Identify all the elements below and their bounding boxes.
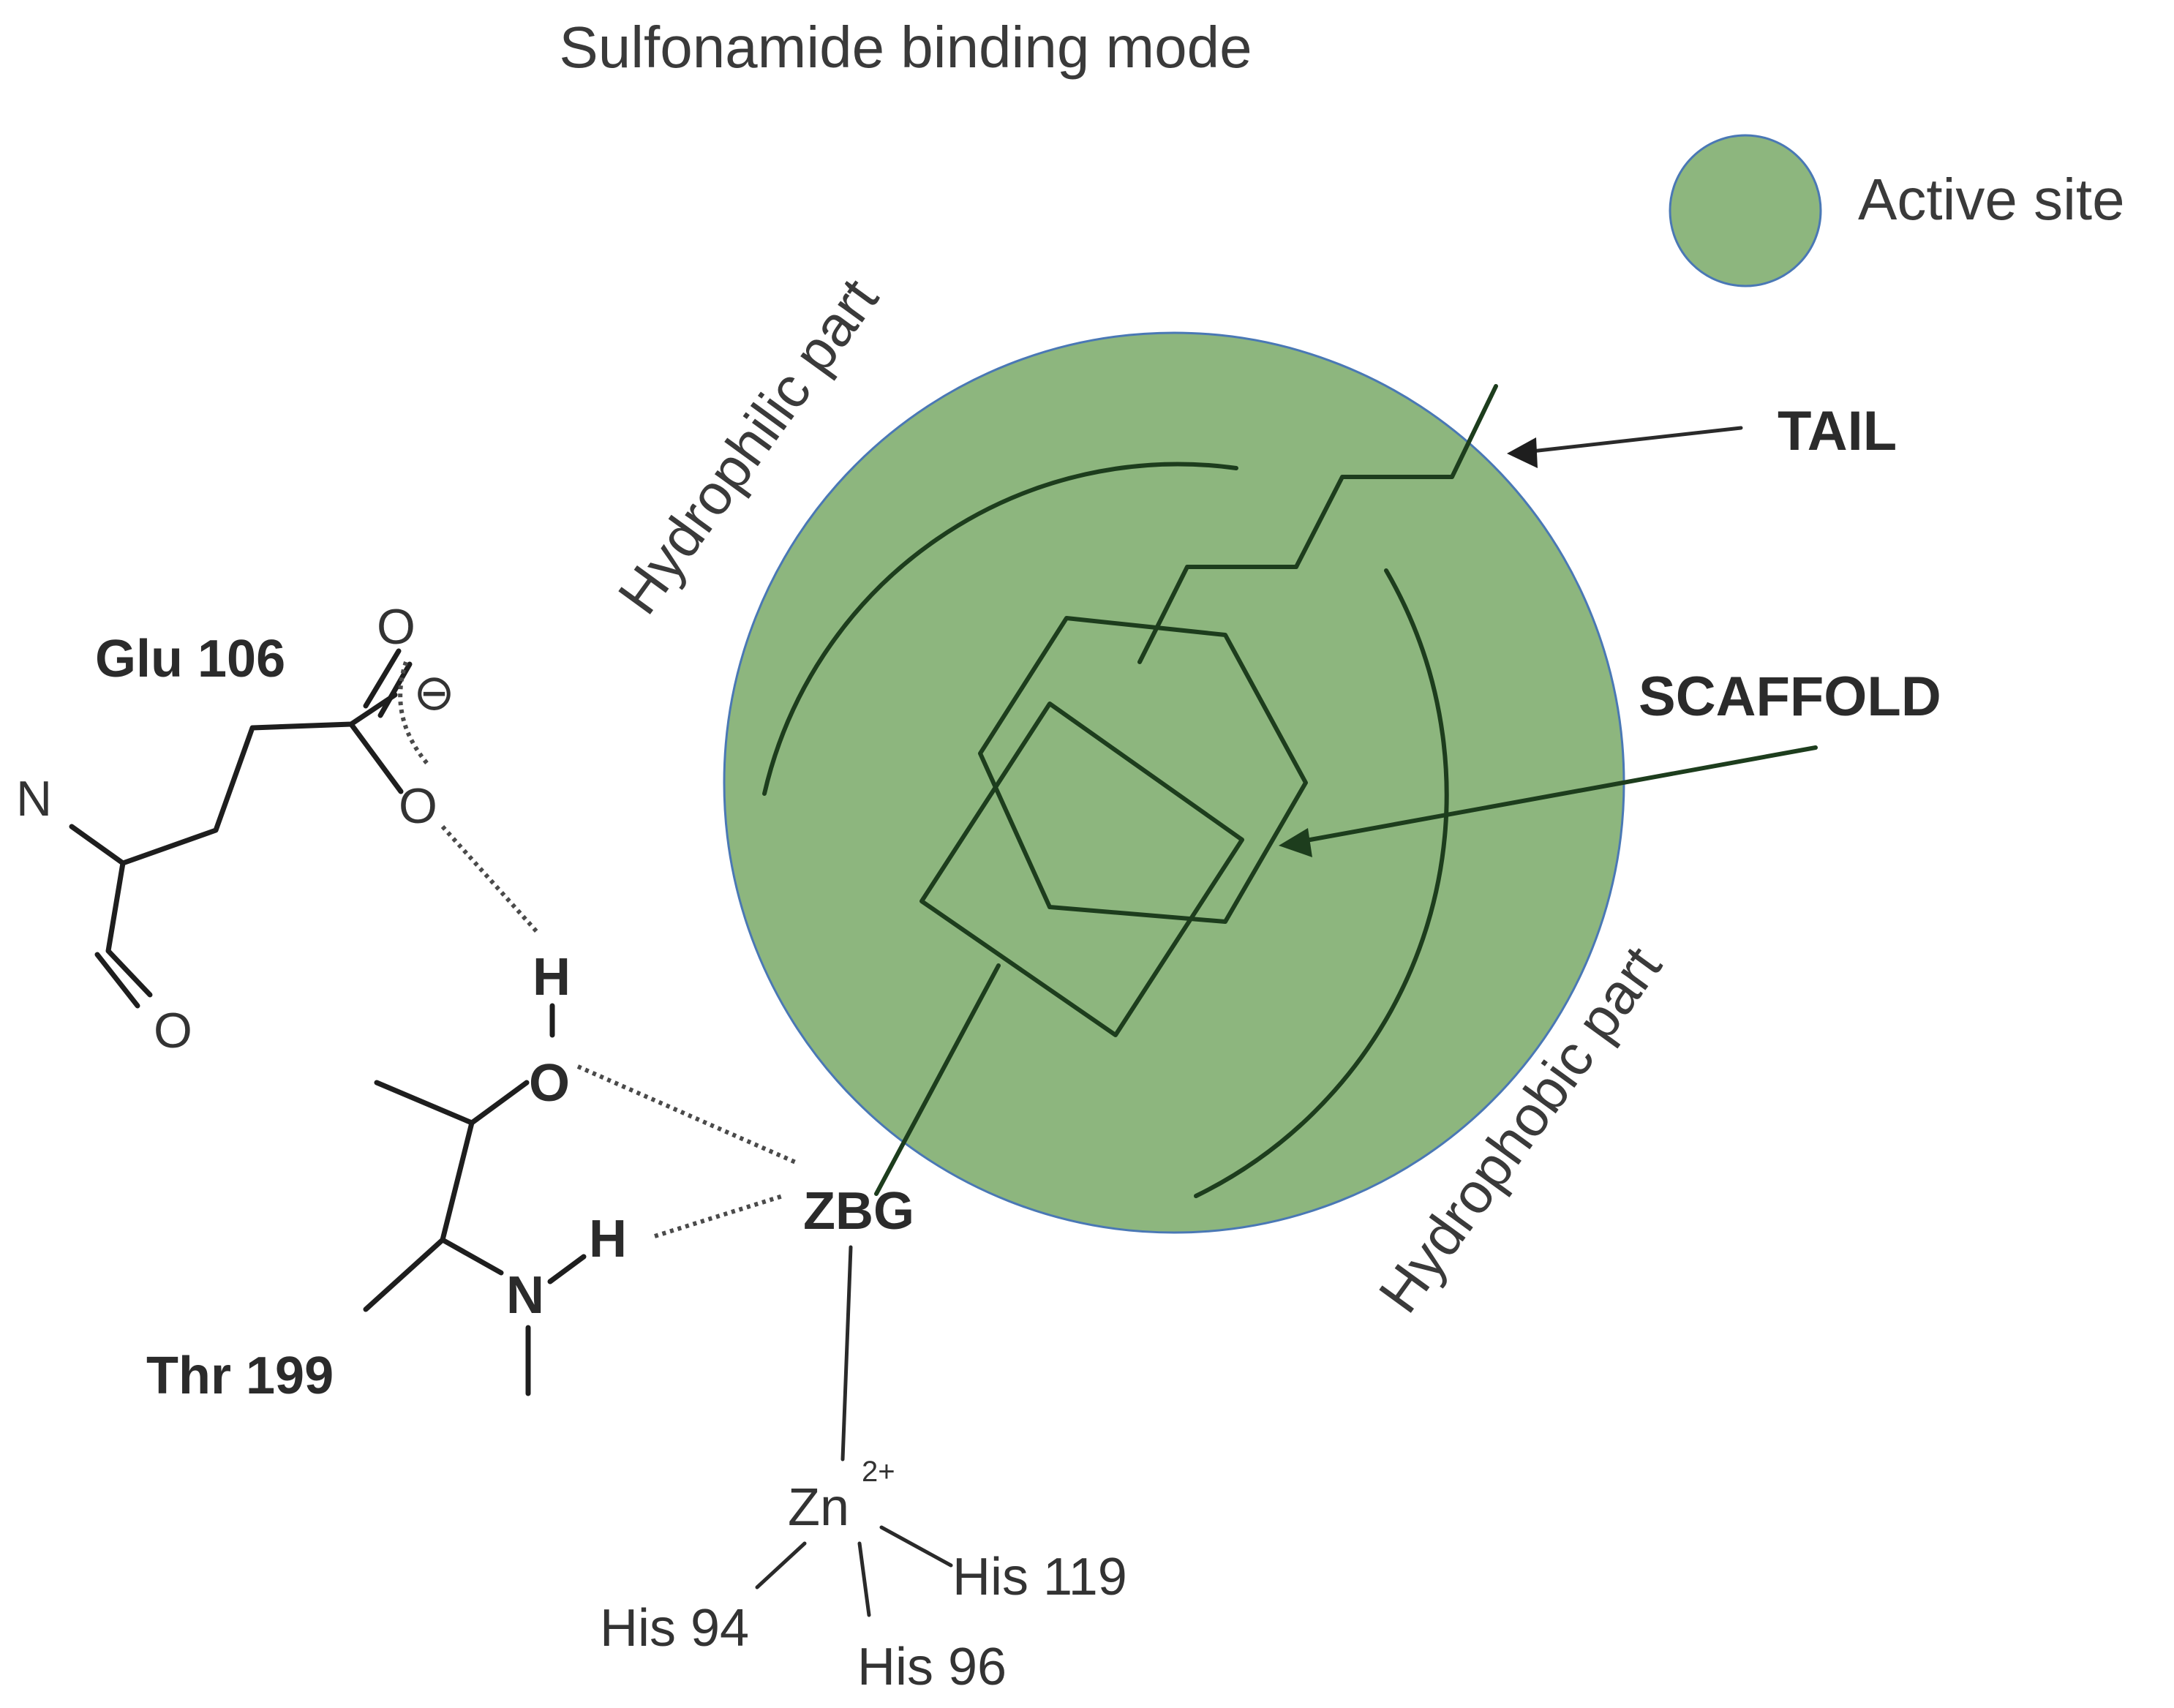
glu106-label: Glu 106 [95,630,285,688]
scaffold-ring-square [919,701,1244,1037]
legend-label: Active site [1858,167,2125,232]
legend-swatch [1669,134,1822,287]
glu106-o-top: O [377,599,415,655]
glu106-o-mid: O [399,778,437,834]
his119-label: His 119 [952,1548,1127,1606]
hbond-glu-h [440,824,540,935]
tail-arrowhead [1507,437,1538,468]
hbond-thr-o-zbg [576,1064,799,1165]
scaffold-zbg-bond [874,963,1001,1196]
glu106-n: N [16,771,52,827]
scaffold-label: SCAFFOLD [1639,666,1941,728]
his96-label: His 96 [857,1638,1007,1696]
active-site-circle [723,331,1625,1234]
tail-label: TAIL [1778,400,1897,462]
zinc-center: Zn 2+ His 94 His 96 His 119 [600,1456,1127,1696]
zbg-label: ZBG [803,1182,914,1241]
thr199-h-top: H [533,948,571,1007]
zbg-zinc-bond [840,1245,853,1461]
hydrophobic-arc [1194,568,1449,1198]
hydrophilic-arc [762,462,1238,796]
thr199-side-chain [374,1080,530,1126]
tail-arrow-line [1523,426,1743,454]
glu106-backbone [69,692,398,866]
thr199-label: Thr 199 [146,1347,334,1405]
diagram-title: Sulfonamide binding mode [559,15,1252,80]
glu106-carbonyl [105,860,153,998]
thr199-residue: H O N H Thr 199 [146,948,627,1405]
his94-label: His 94 [600,1599,749,1658]
glu106-minus: ⊖ [413,665,455,721]
legend: Active site [1669,134,2125,287]
hbond-thr-h-zbg [654,1194,783,1238]
scaffold-arrowhead [1279,828,1312,857]
tail-chain [1137,384,1498,664]
thr199-h-nh: H [589,1210,627,1268]
thr199-n: N [506,1266,544,1325]
thr199-backbone [363,1120,475,1312]
glu106-o-bottom: O [154,1003,192,1058]
scaffold-ring-hexagon [978,616,1308,924]
glu106-residue: Glu 106 N O ⊖ O O [16,599,455,1058]
zinc-symbol: Zn [788,1478,849,1537]
thr199-o: O [529,1054,570,1113]
scaffold-arrow-line [1300,745,1818,843]
zinc-charge: 2+ [862,1456,895,1488]
